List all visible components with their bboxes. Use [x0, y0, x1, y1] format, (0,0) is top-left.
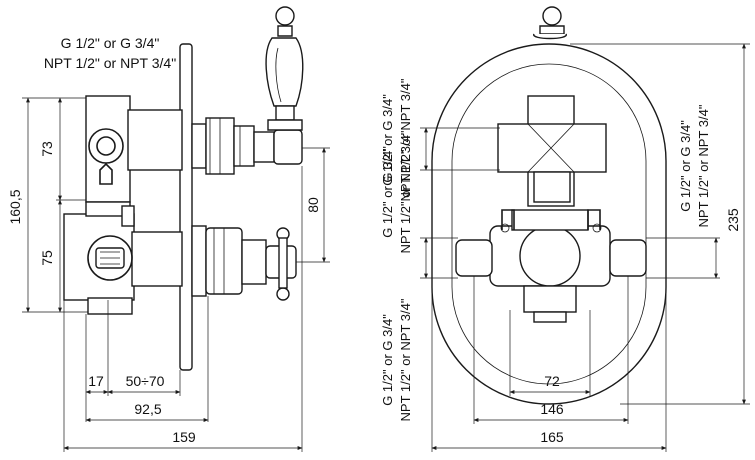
dim-160-5: 160,5 — [7, 189, 23, 224]
dim-73: 73 — [39, 141, 55, 157]
lower-spindle — [191, 225, 297, 301]
dim-235: 235 — [725, 208, 741, 232]
front-thread-bottom-line2: NPT 1/2" or NPT 3/4" — [398, 298, 413, 421]
dim-146: 146 — [540, 401, 564, 417]
dim-72: 72 — [544, 373, 560, 389]
cross-handle — [497, 95, 607, 207]
dim-80: 80 — [305, 197, 321, 213]
lever-handle — [265, 6, 304, 131]
dim-92-5: 92,5 — [134, 401, 161, 417]
front-thread-left-line2: NPT 1/2" or NPT 3/4" — [398, 130, 413, 253]
side-view: G 1/2" or G 3/4" NPT 1/2" or NPT 3/4" 16… — [7, 6, 330, 452]
lower-body — [63, 201, 183, 315]
upper-body — [85, 95, 183, 203]
dim-50-70: 50÷70 — [126, 373, 165, 389]
dim-17: 17 — [88, 373, 104, 389]
front-thread-left-line1: G 1/2" or G 3/4" — [380, 146, 395, 238]
wall-plate — [179, 43, 193, 371]
front-thread-right-line1: G 1/2" or G 3/4" — [678, 120, 693, 212]
dim-165: 165 — [540, 429, 564, 445]
front-thread-bottom-line1: G 1/2" or G 3/4" — [380, 314, 395, 406]
front-thread-top-line2: NPT 1/2" or NPT 3/4" — [398, 78, 413, 201]
side-thread-label-line2: NPT 1/2" or NPT 3/4" — [44, 55, 176, 71]
dim-75: 75 — [39, 250, 55, 266]
front-view: G 1/2" or G 3/4" NPT 1/2" or NPT 3/4" G … — [380, 6, 750, 452]
top-knob-icon — [542, 6, 562, 26]
thermostatic-body — [455, 209, 647, 323]
side-thread-label-line1: G 1/2" or G 3/4" — [61, 35, 160, 51]
front-thread-top-line1: G 1/2" or G 3/4" — [380, 94, 395, 186]
front-thread-right-line2: NPT 1/2" or NPT 3/4" — [696, 104, 711, 227]
dim-159: 159 — [172, 429, 196, 445]
